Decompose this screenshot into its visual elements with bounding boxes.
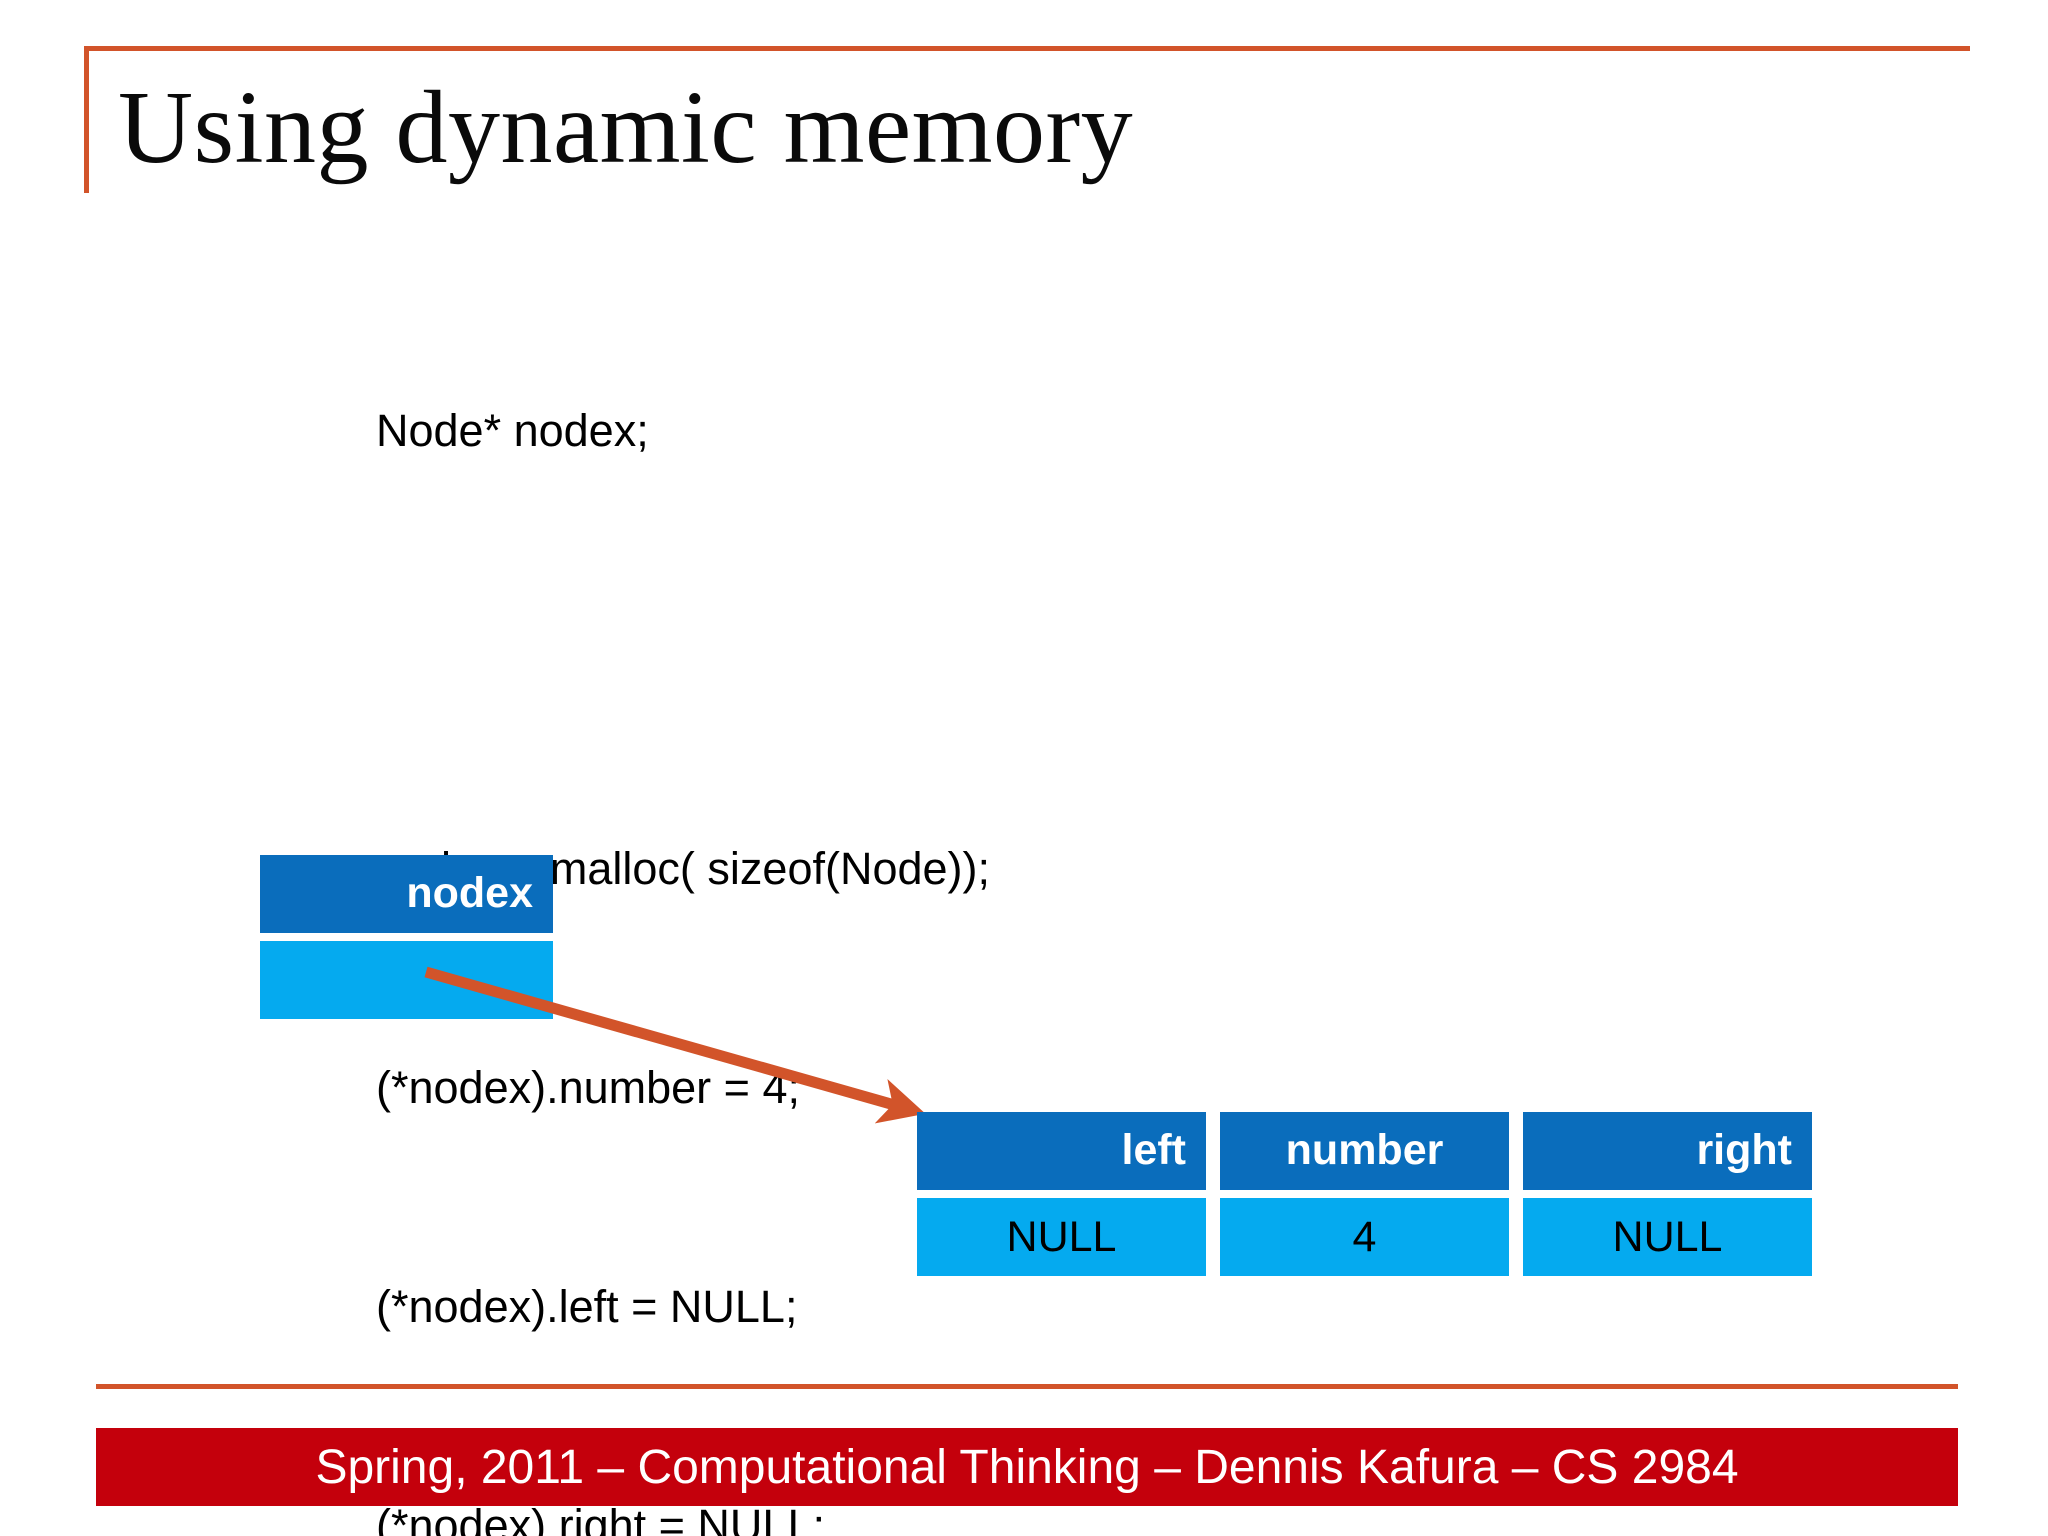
pointer-variable-box: nodex [260, 855, 553, 1019]
title-frame-left-rule [84, 46, 89, 193]
code-line-1: Node* nodex; [376, 405, 649, 456]
title-frame-top-rule [84, 46, 1970, 51]
code-line-6: (*nodex).right = NULL; [376, 1500, 825, 1536]
node-field-left-label: left [917, 1112, 1206, 1190]
footer-separator-rule [96, 1384, 1958, 1389]
node-record: left NULL number 4 right NULL [917, 1112, 1812, 1276]
node-field-right-value: NULL [1523, 1198, 1812, 1276]
node-field-left-value: NULL [917, 1198, 1206, 1276]
node-field-left: left NULL [917, 1112, 1206, 1276]
code-line-3: nodex = malloc( sizeof(Node)); [376, 843, 991, 894]
node-field-right-label: right [1523, 1112, 1812, 1190]
code-line-4: (*nodex).number = 4; [376, 1062, 800, 1113]
node-field-right: right NULL [1523, 1112, 1812, 1276]
node-field-number-value: 4 [1220, 1198, 1509, 1276]
node-field-number: number 4 [1220, 1112, 1509, 1276]
pointer-variable-value [260, 941, 553, 1019]
page-title: Using dynamic memory [118, 70, 1134, 185]
footer-banner: Spring, 2011 – Computational Thinking – … [96, 1428, 1958, 1506]
code-line-5: (*nodex).left = NULL; [376, 1281, 798, 1332]
pointer-variable-name: nodex [260, 855, 553, 933]
node-field-number-label: number [1220, 1112, 1509, 1190]
